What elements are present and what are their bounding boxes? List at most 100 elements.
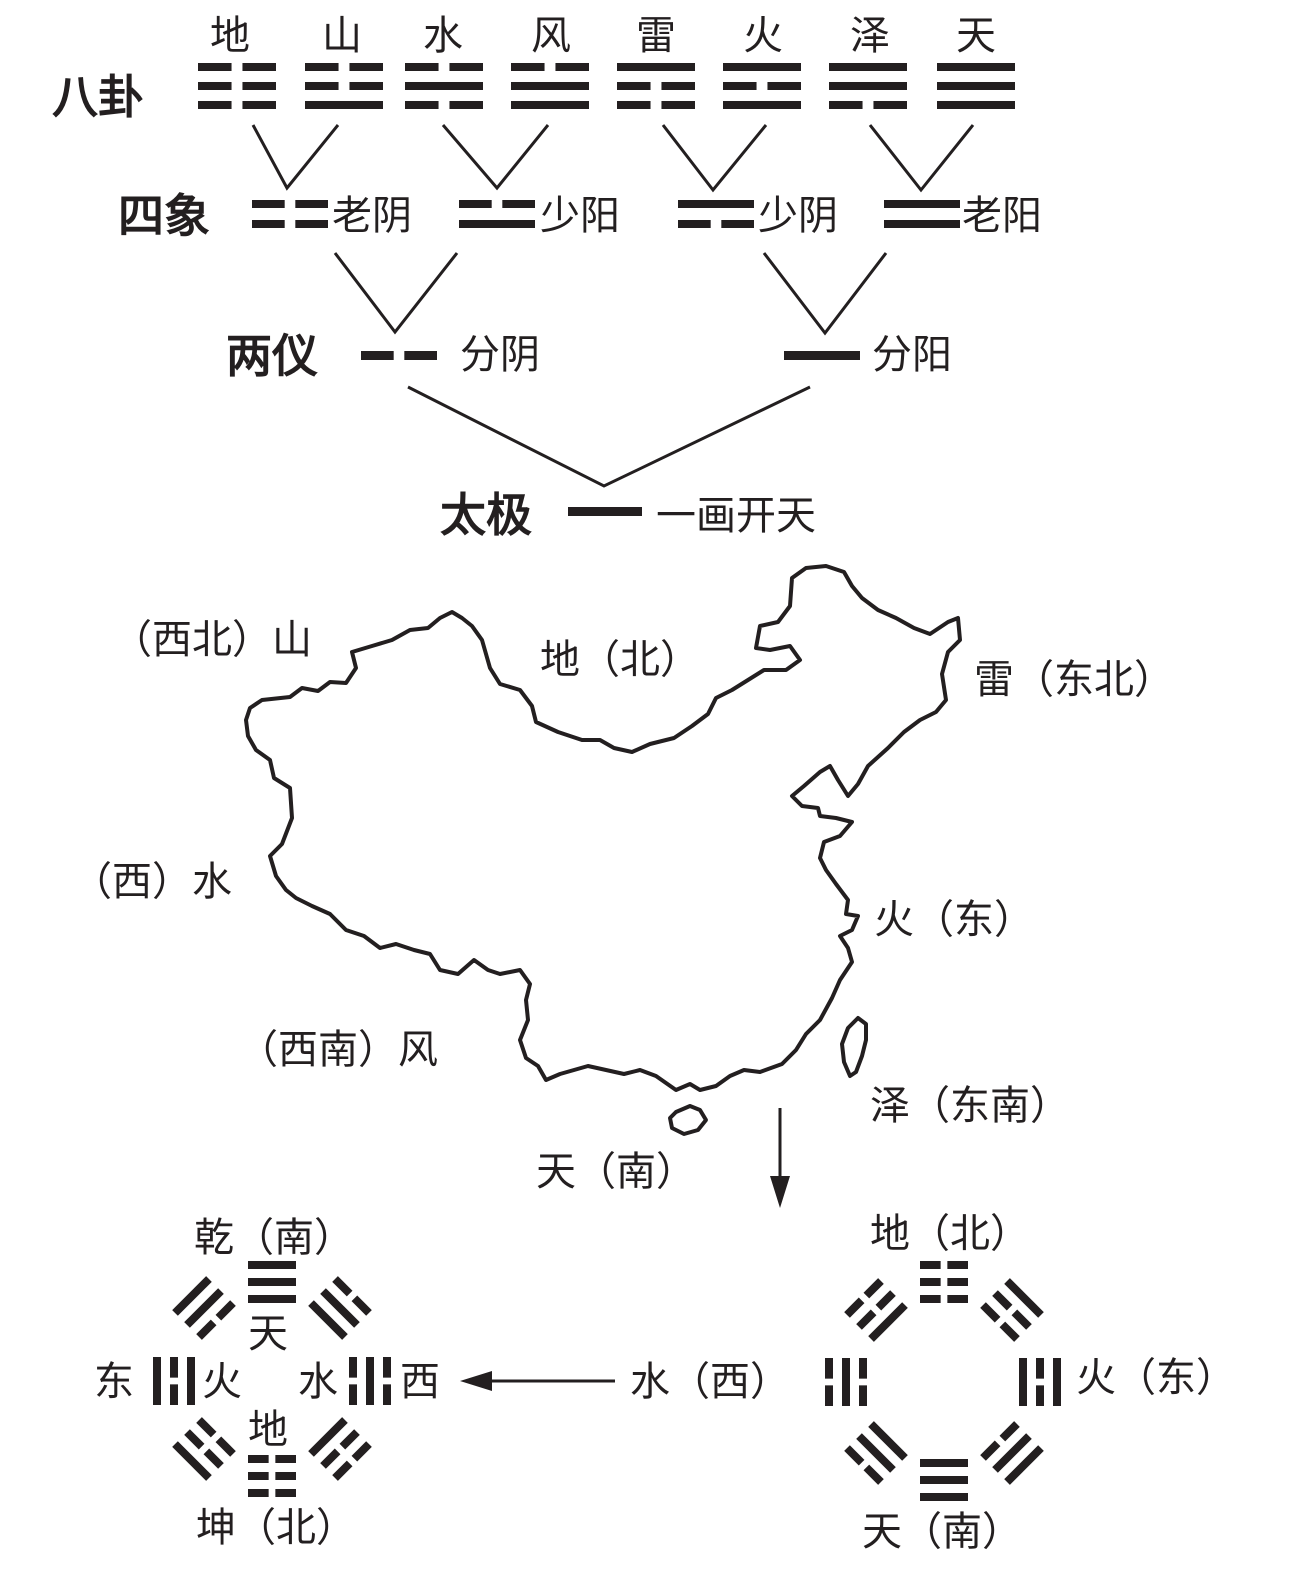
yin-line-segment bbox=[170, 1357, 178, 1378]
yin-line-segment bbox=[999, 1421, 1020, 1442]
yin-line-segment bbox=[349, 63, 383, 71]
yin-line-segment bbox=[203, 1448, 224, 1469]
yin-line-segment bbox=[242, 63, 276, 71]
yin-line-segment bbox=[252, 220, 285, 228]
arrow-down-head bbox=[770, 1176, 790, 1208]
bagua-name: 地 bbox=[210, 13, 250, 59]
liangyi-name: 分阴 bbox=[460, 332, 540, 378]
right-wheel-left-label: 水（西） bbox=[630, 1359, 790, 1405]
level-title-liangyi: 两仪 bbox=[226, 329, 318, 383]
yin-line-segment bbox=[980, 1440, 1001, 1461]
yin-line-segment bbox=[295, 200, 328, 208]
wheel-trigram bbox=[1019, 1358, 1061, 1406]
wheel-trigram bbox=[308, 1417, 372, 1481]
yin-line-segment bbox=[825, 1358, 833, 1379]
wheel-trigram bbox=[920, 1459, 968, 1501]
yin-line-segment bbox=[320, 1448, 341, 1469]
yin-line-segment bbox=[275, 1472, 296, 1480]
wheel-trigram bbox=[844, 1421, 908, 1485]
yang-line bbox=[248, 1295, 296, 1303]
yin-line-segment bbox=[305, 63, 339, 71]
bagua-trigram bbox=[511, 63, 589, 109]
wheel-trigram-lines bbox=[980, 1421, 1044, 1485]
yang-line bbox=[248, 1278, 296, 1286]
bagua-name: 风 bbox=[531, 13, 571, 59]
wheel-trigram bbox=[153, 1357, 195, 1405]
yang-line bbox=[678, 200, 754, 208]
wheel-trigram bbox=[980, 1421, 1044, 1485]
yin-line-segment bbox=[856, 1309, 877, 1330]
yin-line-segment bbox=[242, 82, 276, 90]
liangyi-symbols bbox=[361, 351, 860, 360]
yin-line-segment bbox=[242, 101, 276, 109]
yin-line-segment bbox=[980, 1302, 1001, 1323]
yin-line-segment bbox=[349, 82, 383, 90]
yang-line bbox=[992, 1433, 1032, 1473]
connector-bagua-1-2 bbox=[251, 124, 340, 191]
yang-line bbox=[829, 63, 907, 71]
yin-line-segment bbox=[248, 1472, 269, 1480]
yin-line-segment bbox=[196, 1319, 217, 1340]
bagua-name: 天 bbox=[956, 13, 996, 59]
sixiang-bigram bbox=[252, 200, 328, 228]
yin-line-segment bbox=[383, 1384, 391, 1405]
wheel-trigram-lines bbox=[844, 1421, 908, 1485]
sixiang-bigram bbox=[884, 200, 960, 228]
liangyi-name: 分阳 bbox=[872, 332, 952, 378]
left-wheel-inner-top: 天 bbox=[248, 1311, 288, 1357]
tree-connectors bbox=[251, 124, 975, 488]
taiji-symbol bbox=[568, 507, 642, 516]
bagua-trigram bbox=[405, 63, 483, 109]
yin-line-segment bbox=[351, 1295, 372, 1316]
yang-line bbox=[187, 1357, 195, 1405]
yin-line-segment bbox=[1036, 1358, 1044, 1379]
yin-line-segment bbox=[721, 220, 754, 228]
bagua-trigram bbox=[198, 63, 276, 109]
connector-liangyi bbox=[407, 385, 811, 488]
right-bagua-wheel bbox=[825, 1261, 1061, 1501]
yin-line-segment bbox=[844, 1445, 865, 1466]
yin-line-segment bbox=[992, 1290, 1013, 1311]
wheel-trigram-lines bbox=[172, 1276, 236, 1340]
bagua-trigram bbox=[617, 63, 695, 109]
liangyi-line bbox=[784, 351, 860, 360]
yin-line-segment bbox=[617, 101, 651, 109]
yang-line bbox=[172, 1441, 212, 1481]
yang-line bbox=[920, 1459, 968, 1467]
china-map-outline bbox=[244, 564, 962, 1092]
wheel-trigram-lines bbox=[349, 1357, 391, 1405]
yin-line-segment bbox=[859, 1358, 867, 1379]
yin-line-segment bbox=[502, 200, 535, 208]
yang-line bbox=[184, 1288, 224, 1328]
yin-line-segment bbox=[295, 220, 328, 228]
yang-line bbox=[868, 1302, 908, 1342]
map-label-north: 地（北） bbox=[540, 637, 700, 683]
yin-line-segment bbox=[215, 1436, 236, 1457]
yang-line bbox=[305, 101, 383, 109]
left-wheel-inner-right: 水 bbox=[298, 1359, 338, 1405]
map-label-west: （西）水 bbox=[72, 859, 232, 905]
yin-line-segment bbox=[875, 1290, 896, 1311]
arrow-left-head bbox=[460, 1371, 492, 1391]
map-label-northeast: 雷（东北） bbox=[974, 657, 1174, 703]
yin-line-segment bbox=[947, 1261, 968, 1269]
wheel-trigram-lines bbox=[1019, 1358, 1061, 1406]
yin-line-segment bbox=[198, 82, 232, 90]
wheel-trigram-lines bbox=[920, 1261, 968, 1303]
yin-line-segment bbox=[198, 101, 232, 109]
yang-line bbox=[884, 220, 960, 228]
yin-line-segment bbox=[873, 101, 907, 109]
yin-line-segment bbox=[1036, 1385, 1044, 1406]
sixiang-name: 少阴 bbox=[758, 193, 838, 239]
map-label-east: 火（东） bbox=[874, 897, 1034, 943]
wheel-trigram-lines bbox=[825, 1358, 867, 1406]
yin-line-segment bbox=[275, 1489, 296, 1497]
wheel-trigram-lines bbox=[308, 1417, 372, 1481]
left-bagua-wheel bbox=[153, 1261, 391, 1497]
yang-line bbox=[617, 63, 695, 71]
sixiang-bigram bbox=[459, 200, 535, 228]
wheel-trigram-lines bbox=[844, 1278, 908, 1342]
connector-bagua-3-4 bbox=[441, 124, 550, 191]
yin-line-segment bbox=[351, 1441, 372, 1462]
map-label-southwest: （西南）风 bbox=[238, 1027, 438, 1073]
